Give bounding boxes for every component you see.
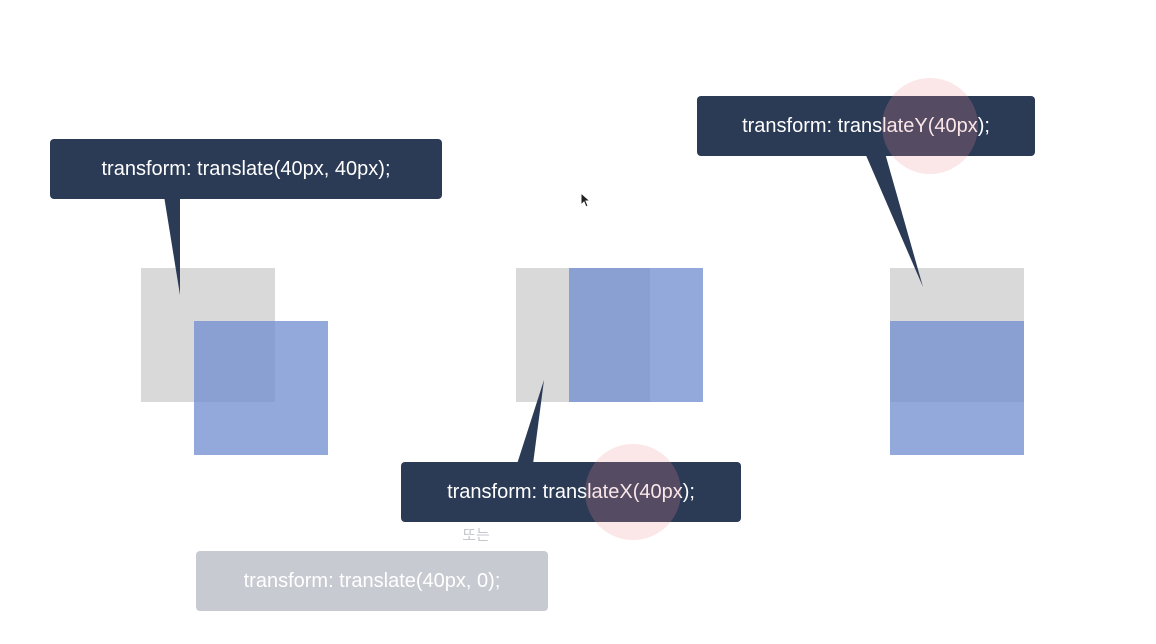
pointer-translate-y: [865, 153, 923, 287]
or-label: 또는: [462, 526, 490, 544]
label-translate-alt-text: transform: translate(40px, 0);: [243, 569, 501, 592]
translated-box-translate-x: [569, 268, 703, 402]
label-translate-x-text: transform: translateX(40px);: [447, 480, 695, 503]
translated-box-translate-y: [890, 321, 1024, 455]
label-translate-text: transform: translate(40px, 40px);: [101, 157, 391, 180]
label-translate: transform: translate(40px, 40px);: [50, 139, 442, 199]
mouse-pointer-icon: [580, 192, 592, 208]
label-translate-y-text: transform: translateY(40px);: [742, 114, 990, 137]
translated-box-translate: [194, 321, 328, 455]
label-translate-y: transform: translateY(40px);: [697, 96, 1035, 156]
label-translate-alt: transform: translate(40px, 0);: [196, 551, 548, 611]
label-translate-x: transform: translateX(40px);: [401, 462, 741, 522]
